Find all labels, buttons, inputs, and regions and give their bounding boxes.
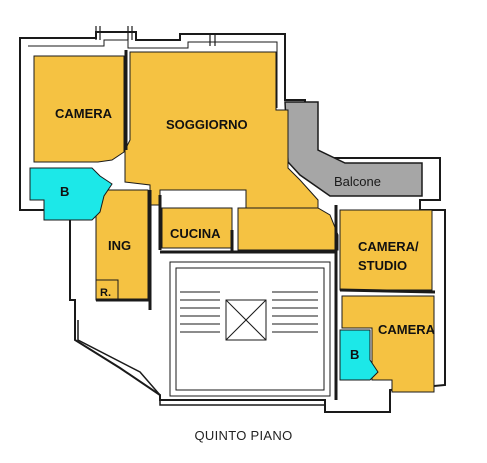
rooms bbox=[33, 51, 435, 393]
room-camera-1-area bbox=[33, 55, 125, 163]
room-label-cucina: CUCINA bbox=[170, 226, 221, 241]
interior-walls bbox=[96, 50, 436, 400]
room-label-ripostiglio: R. bbox=[100, 287, 111, 299]
room-soggiorno-area bbox=[124, 51, 319, 211]
stair-treads bbox=[180, 291, 318, 333]
room-bagno-2-area bbox=[339, 329, 379, 381]
room-label-camera-studio-2: STUDIO bbox=[358, 258, 407, 273]
lower-outer-wall bbox=[77, 320, 325, 406]
balcony-area bbox=[284, 101, 423, 197]
room-label-bagno-1: B bbox=[60, 184, 69, 199]
room-label-camera-studio-1: CAMERA/ bbox=[358, 239, 419, 254]
room-camera-studio-area bbox=[339, 209, 433, 291]
room-label-camera-1: CAMERA bbox=[55, 106, 113, 121]
window-marks bbox=[95, 26, 216, 46]
room-label-balcone: Balcone bbox=[334, 174, 381, 189]
room-camera-2-area bbox=[341, 295, 435, 393]
room-bagno-1-area bbox=[29, 167, 113, 221]
room-label-bagno-2: B bbox=[350, 347, 359, 362]
room-label-ingresso: ING bbox=[108, 238, 131, 253]
room-passage-area bbox=[237, 207, 339, 251]
floor-label: QUINTO PIANO bbox=[194, 428, 293, 443]
room-label-camera-2: CAMERA bbox=[378, 322, 436, 337]
stair-core bbox=[169, 261, 331, 397]
room-label-soggiorno: SOGGIORNO bbox=[166, 117, 248, 132]
bathrooms bbox=[29, 167, 379, 381]
